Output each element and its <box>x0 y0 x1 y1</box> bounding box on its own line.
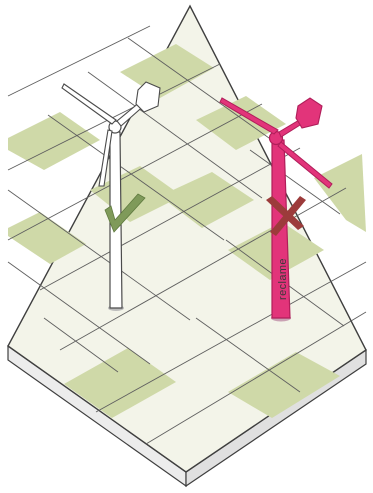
turbine-blade <box>277 141 333 189</box>
turbine-sign <box>295 97 323 129</box>
green-tile <box>314 154 366 232</box>
green-tile <box>228 352 340 418</box>
forbidden-turbine: reclame <box>219 97 333 322</box>
cross-icon <box>266 196 306 236</box>
allowed-turbine <box>61 81 161 311</box>
green-tile <box>8 112 100 170</box>
ground-slab <box>7 4 367 488</box>
tower-ad-label: reclame <box>277 258 289 300</box>
check-icon <box>104 193 146 233</box>
turbine-sign <box>135 81 161 113</box>
green-tile <box>64 348 176 418</box>
green-tile <box>8 212 86 264</box>
turbine-blade <box>219 97 279 135</box>
field-grid <box>7 25 367 445</box>
turbine-blade <box>61 83 117 125</box>
green-tile <box>196 96 286 150</box>
turbine-blade <box>98 129 113 187</box>
